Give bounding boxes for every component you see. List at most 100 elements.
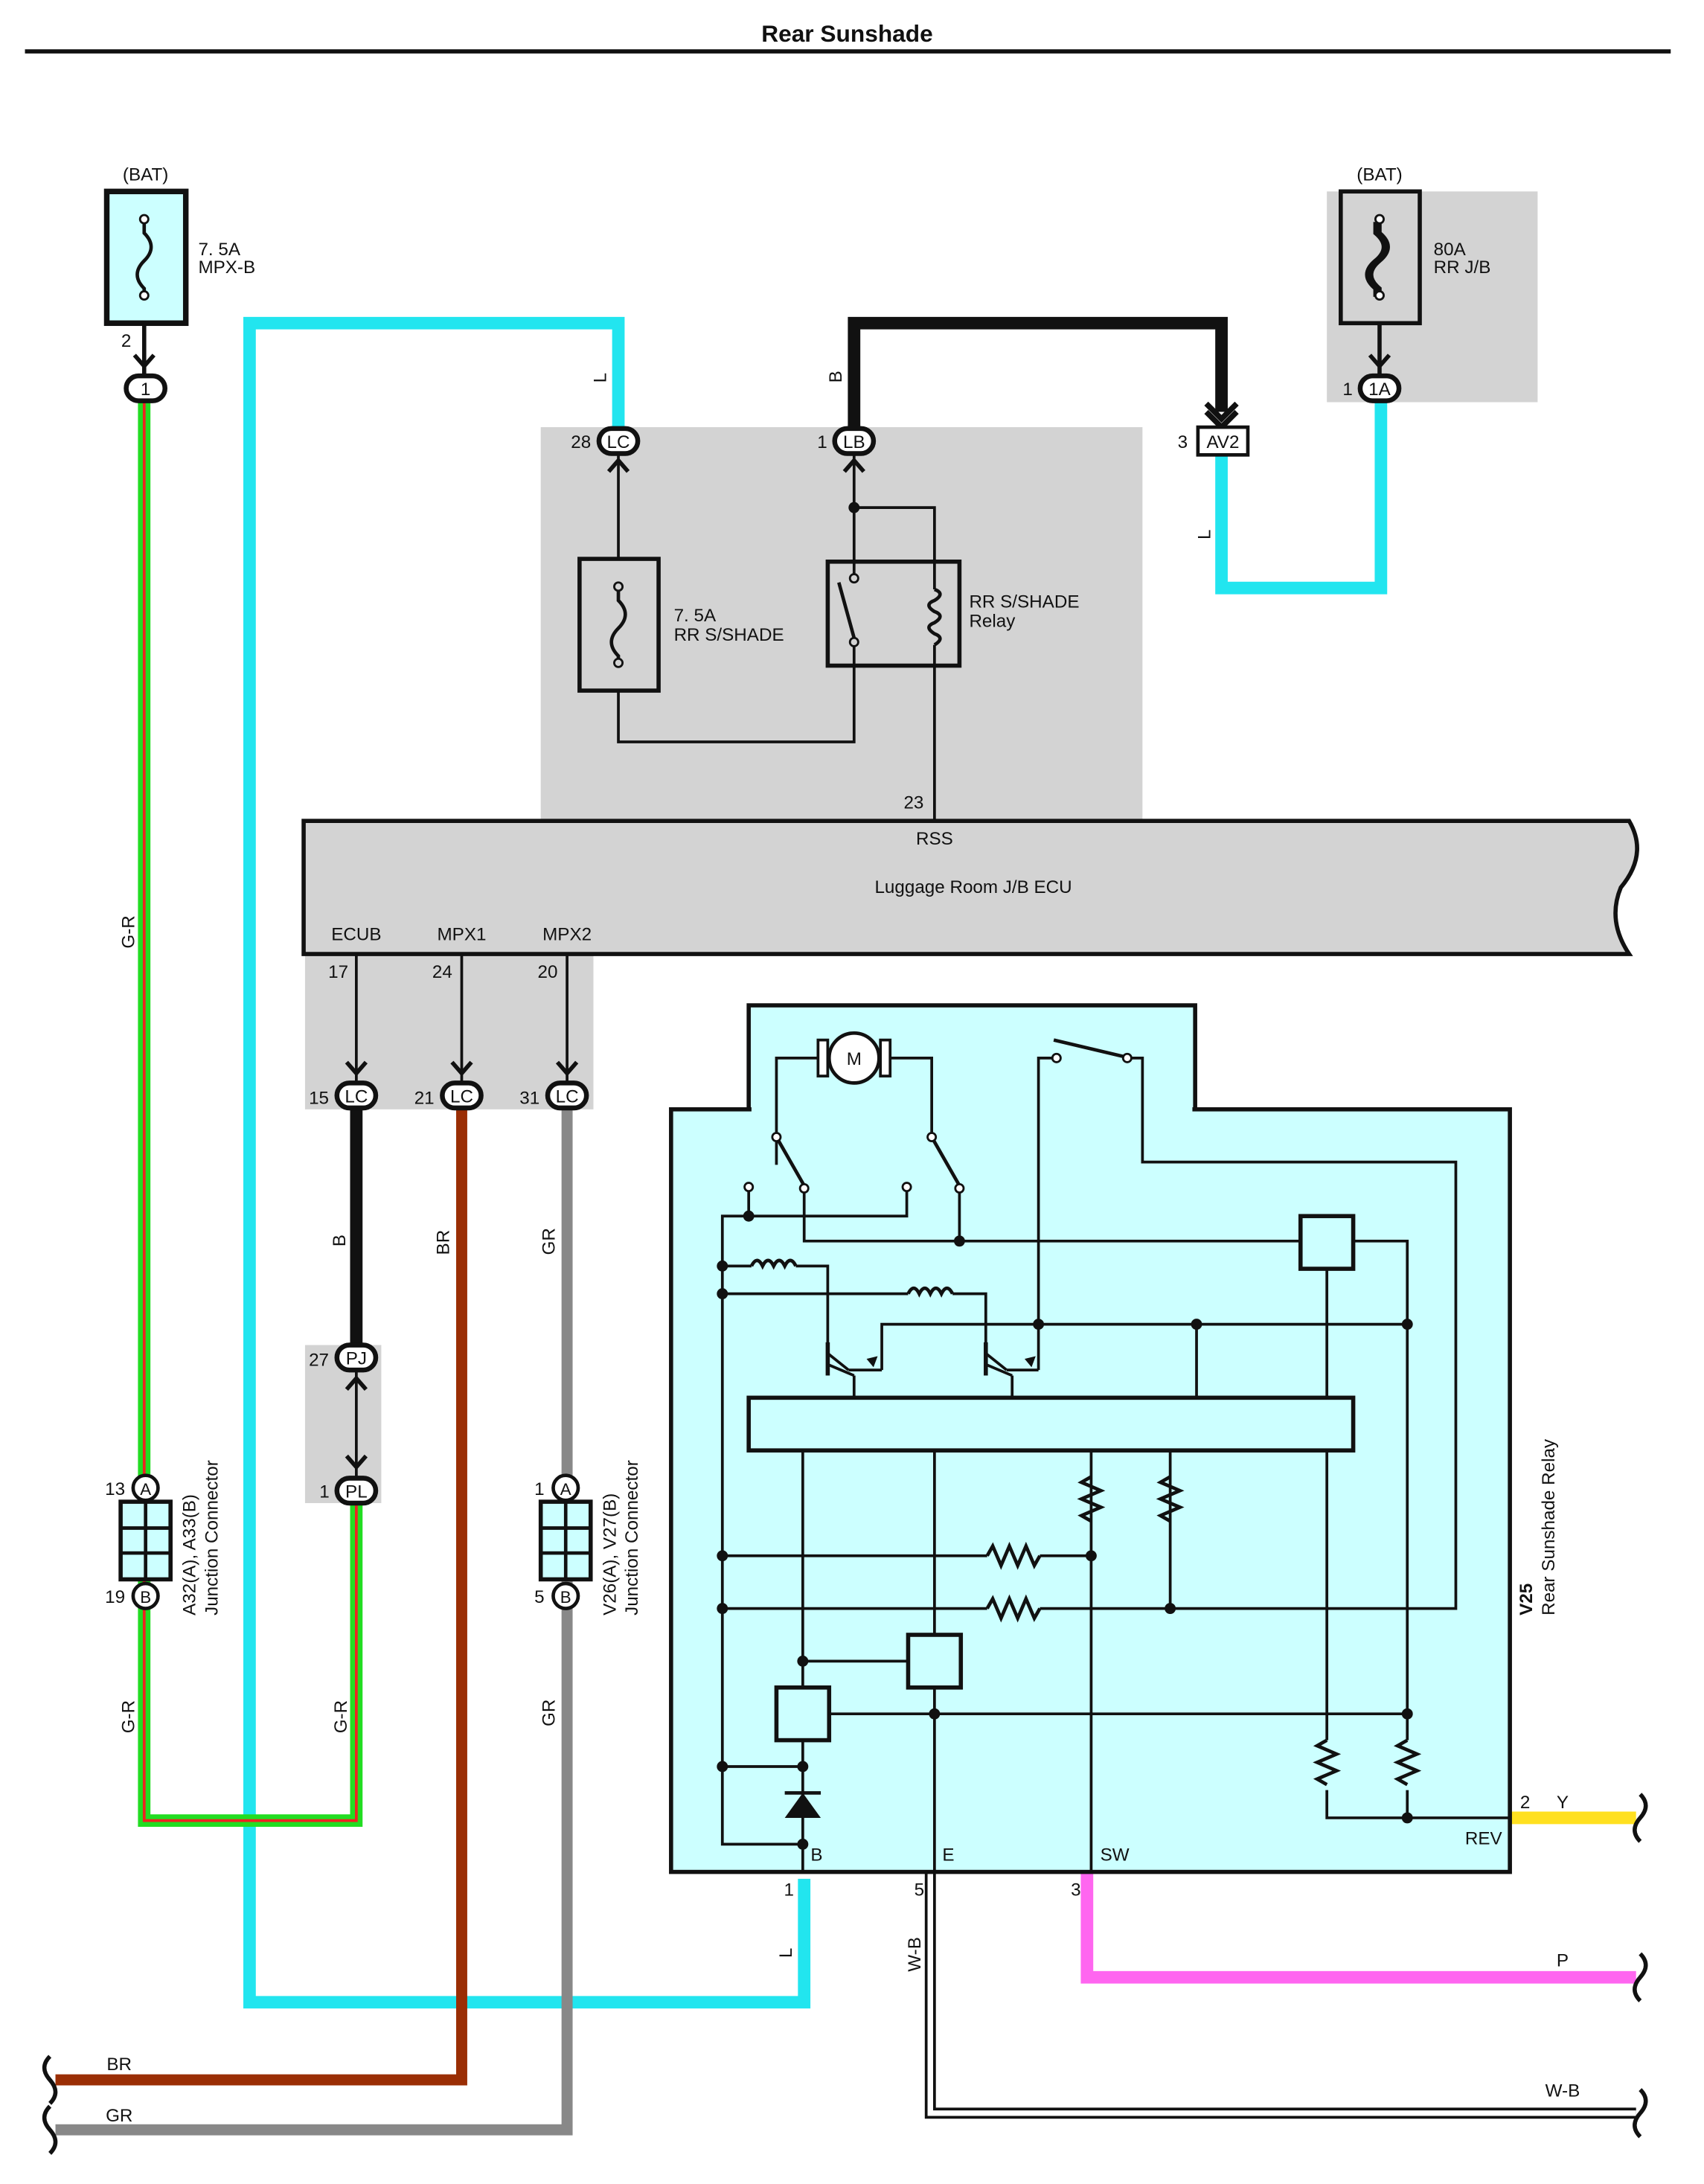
fuse-left-arrow [132,353,156,370]
av2-code: AV2 [1206,432,1239,452]
jl-pin-a: 13 [105,1479,125,1499]
jr-b-circle [551,1581,580,1610]
lbl-gr-jl: G-R [119,1700,139,1733]
jl-desc: Junction Connector [202,1460,222,1615]
resistor-3 [985,1541,1042,1570]
fuse-right-pin: 1 [1342,380,1352,400]
relay-line1: RR S/SHADE [969,592,1079,612]
sunshade-name: Rear Sunshade Relay [1539,1438,1559,1615]
fuse-left-pin: 2 [121,331,131,351]
jl-b-circle [131,1581,160,1610]
jl-label-b: B [140,1588,151,1607]
resistor-2 [1156,1475,1185,1523]
diode [784,1793,821,1818]
resistor-5 [1313,1738,1342,1787]
lc31-oval [545,1080,589,1111]
fuse-right-rating: 80A [1434,240,1467,260]
lc28-pin: 28 [571,432,591,452]
term-b: B [810,1845,822,1866]
lbl-gr-bottom: GR [106,2106,132,2126]
term-e: E [942,1845,954,1866]
fuse-left-rating: 7. 5A [198,240,240,260]
jr-name: V26(A), V27(B) [600,1493,620,1615]
wire-end-wb [1633,2088,1648,2139]
lc15-pin: 15 [309,1088,329,1108]
jl-pin-b: 19 [105,1587,125,1607]
wire-wb-outer [924,1871,1636,2119]
lbl-l-top: L [590,373,610,382]
wire-l-main [243,316,811,2009]
lbl-l-bottom: L [776,1948,796,1958]
sunshade-code: V25 [1516,1583,1537,1615]
ecu-term-ecub: ECUB [331,924,381,944]
rr-sshade-relay-box [825,559,962,668]
lb1-pin: 1 [817,432,827,452]
wire-l-av2 [1215,402,1388,595]
pj27-code: PJ [346,1349,367,1369]
fuse-right-symbol [1365,222,1390,297]
wire-wb-inner [927,1871,1636,2116]
wire-br [55,1109,467,2086]
fuse-inner-symbol [609,589,627,665]
ecu-rss: RSS [916,829,953,849]
term-sw: SW [1101,1845,1130,1866]
ecu-pin-20: 20 [538,962,558,982]
ecu-term-mpx1: MPX1 [438,924,487,944]
jl-label-a: A [140,1480,151,1499]
ecu-name: Luggage Room J/B ECU [874,877,1072,897]
coil-2 [906,1286,955,1298]
pl1-pin: 1 [319,1482,329,1502]
resistor-4 [985,1594,1042,1623]
fuse-left-connector: 1 [141,380,150,400]
term-rev: REV [1465,1828,1503,1848]
motor-circle [827,1031,881,1085]
lc15-oval [334,1080,379,1111]
relay-coil [927,587,942,647]
ecu-box [301,819,1639,956]
jl-name: A32(A), A33(B) [180,1494,200,1615]
conn-1-oval [124,373,167,403]
lc28-code: LC [607,432,630,452]
jr-pin-a: 1 [534,1479,544,1499]
wire-gr-left-red [142,402,358,1822]
pl1-oval [334,1476,379,1506]
fuse-inner-name: RR S/SHADE [674,625,784,645]
ecu-term-mpx2: MPX2 [542,924,592,944]
conn-1a-oval [1357,373,1402,403]
lb1-code: LB [843,432,865,452]
resistor-1 [1077,1475,1106,1523]
lc21-oval [440,1080,484,1111]
fuse-left-source: (BAT) [123,164,168,185]
relay-line2: Relay [969,611,1016,631]
term-rev-pin: 2 [1520,1793,1530,1813]
lc15-code: LC [345,1086,368,1107]
ic-block [746,1395,1356,1453]
jr-label-b: B [560,1588,571,1607]
box-upper-right [1298,1214,1356,1271]
jr-pin-b: 5 [534,1587,544,1607]
wire-end-p [1633,1952,1648,2002]
term-sw-pin: 3 [1071,1880,1080,1900]
lbl-wb-right: W-B [1546,2081,1580,2101]
resistor-6 [1393,1738,1422,1787]
fuse-left-name: MPX-B [198,257,255,278]
lc31-pin: 31 [519,1088,539,1108]
lbl-gr-vertical: GR [539,1228,559,1255]
lbl-p: P [1557,1950,1569,1970]
lbl-gr-pl: G-R [331,1700,351,1733]
term-b-pin: 1 [784,1880,793,1900]
lbl-y: Y [1557,1793,1569,1813]
lbl-l-av2: L [1195,529,1215,539]
lbl-br-vertical: BR [434,1230,454,1255]
wire-b-arrow [1204,401,1239,423]
box-lower-left [774,1685,832,1743]
lbl-gr-left: G-R [119,915,139,948]
rr-jb-area [1327,191,1538,403]
term-e-pin: 5 [915,1880,924,1900]
coil-1 [749,1258,798,1270]
ecu-pin-17: 17 [328,962,348,982]
page-title: Rear Sunshade [761,20,932,47]
av2-pin: 3 [1178,432,1188,452]
av2-box [1196,425,1250,457]
